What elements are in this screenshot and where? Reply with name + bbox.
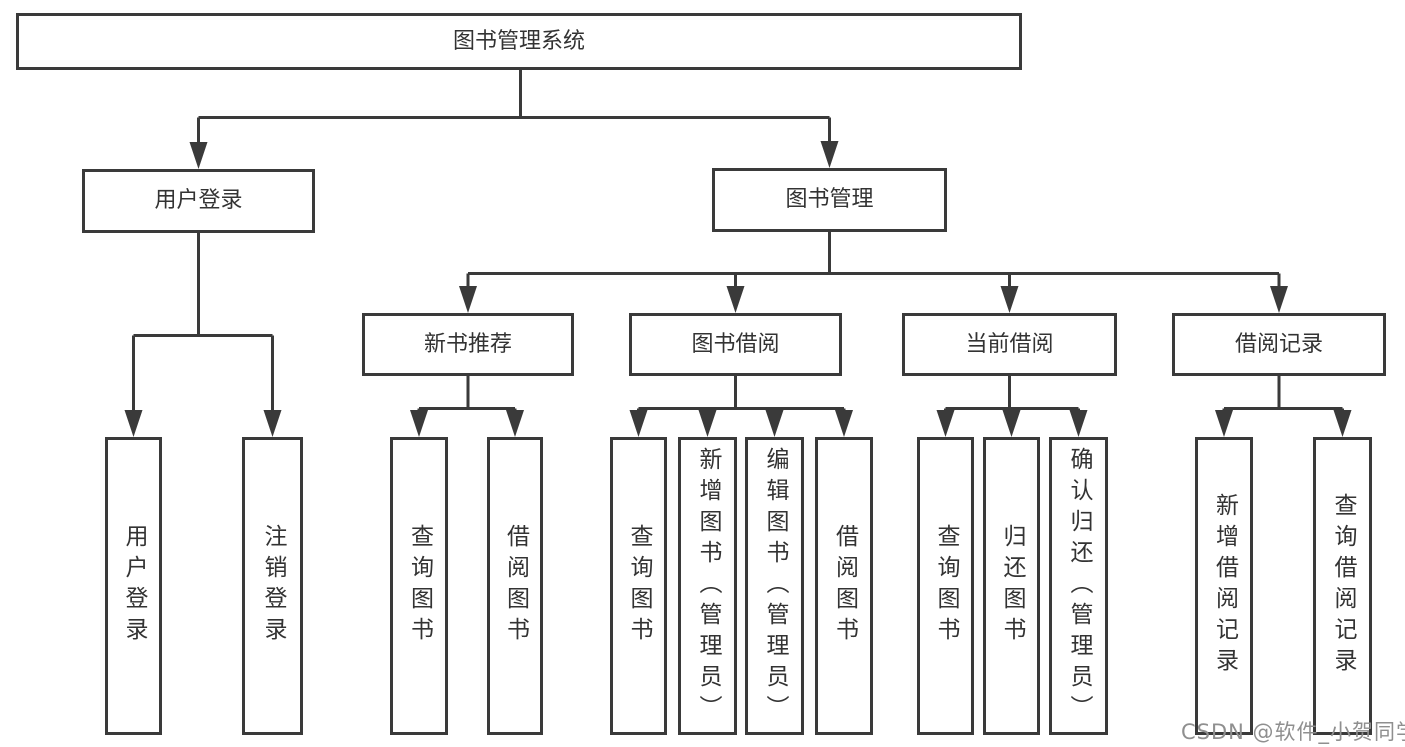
node-book-management: 图书管理 (712, 168, 947, 232)
leaf-borrow-book: 借阅图书 (815, 437, 873, 735)
leaf-return-book: 归还图书 (983, 437, 1040, 735)
csdn-watermark: CSDN @软件_小贺同学 (1181, 720, 1405, 744)
node-new-book-recommend: 新书推荐 (362, 313, 574, 376)
leaf-current-query-book: 查询图书 (917, 437, 974, 735)
leaf-user-login: 用户登录 (105, 437, 162, 735)
leaf-recommend-query-book: 查询图书 (390, 437, 448, 735)
leaf-query-borrow-record: 查询借阅记录 (1313, 437, 1372, 735)
node-user-login: 用户登录 (82, 169, 315, 233)
node-book-borrow: 图书借阅 (629, 313, 842, 376)
leaf-edit-book-admin: 编辑图书（管理员） (745, 437, 804, 735)
leaf-logout: 注销登录 (242, 437, 303, 735)
leaf-recommend-borrow-book: 借阅图书 (487, 437, 543, 735)
node-borrow-record: 借阅记录 (1172, 313, 1386, 376)
arrowheads (124, 141, 1352, 437)
node-root: 图书管理系统 (16, 13, 1022, 70)
leaf-confirm-return-admin: 确认归还（管理员） (1049, 437, 1108, 735)
node-current-borrow: 当前借阅 (902, 313, 1117, 376)
leaf-add-borrow-record: 新增借阅记录 (1195, 437, 1253, 735)
leaf-borrow-query-book: 查询图书 (610, 437, 667, 735)
leaf-add-book-admin: 新增图书（管理员） (678, 437, 737, 735)
